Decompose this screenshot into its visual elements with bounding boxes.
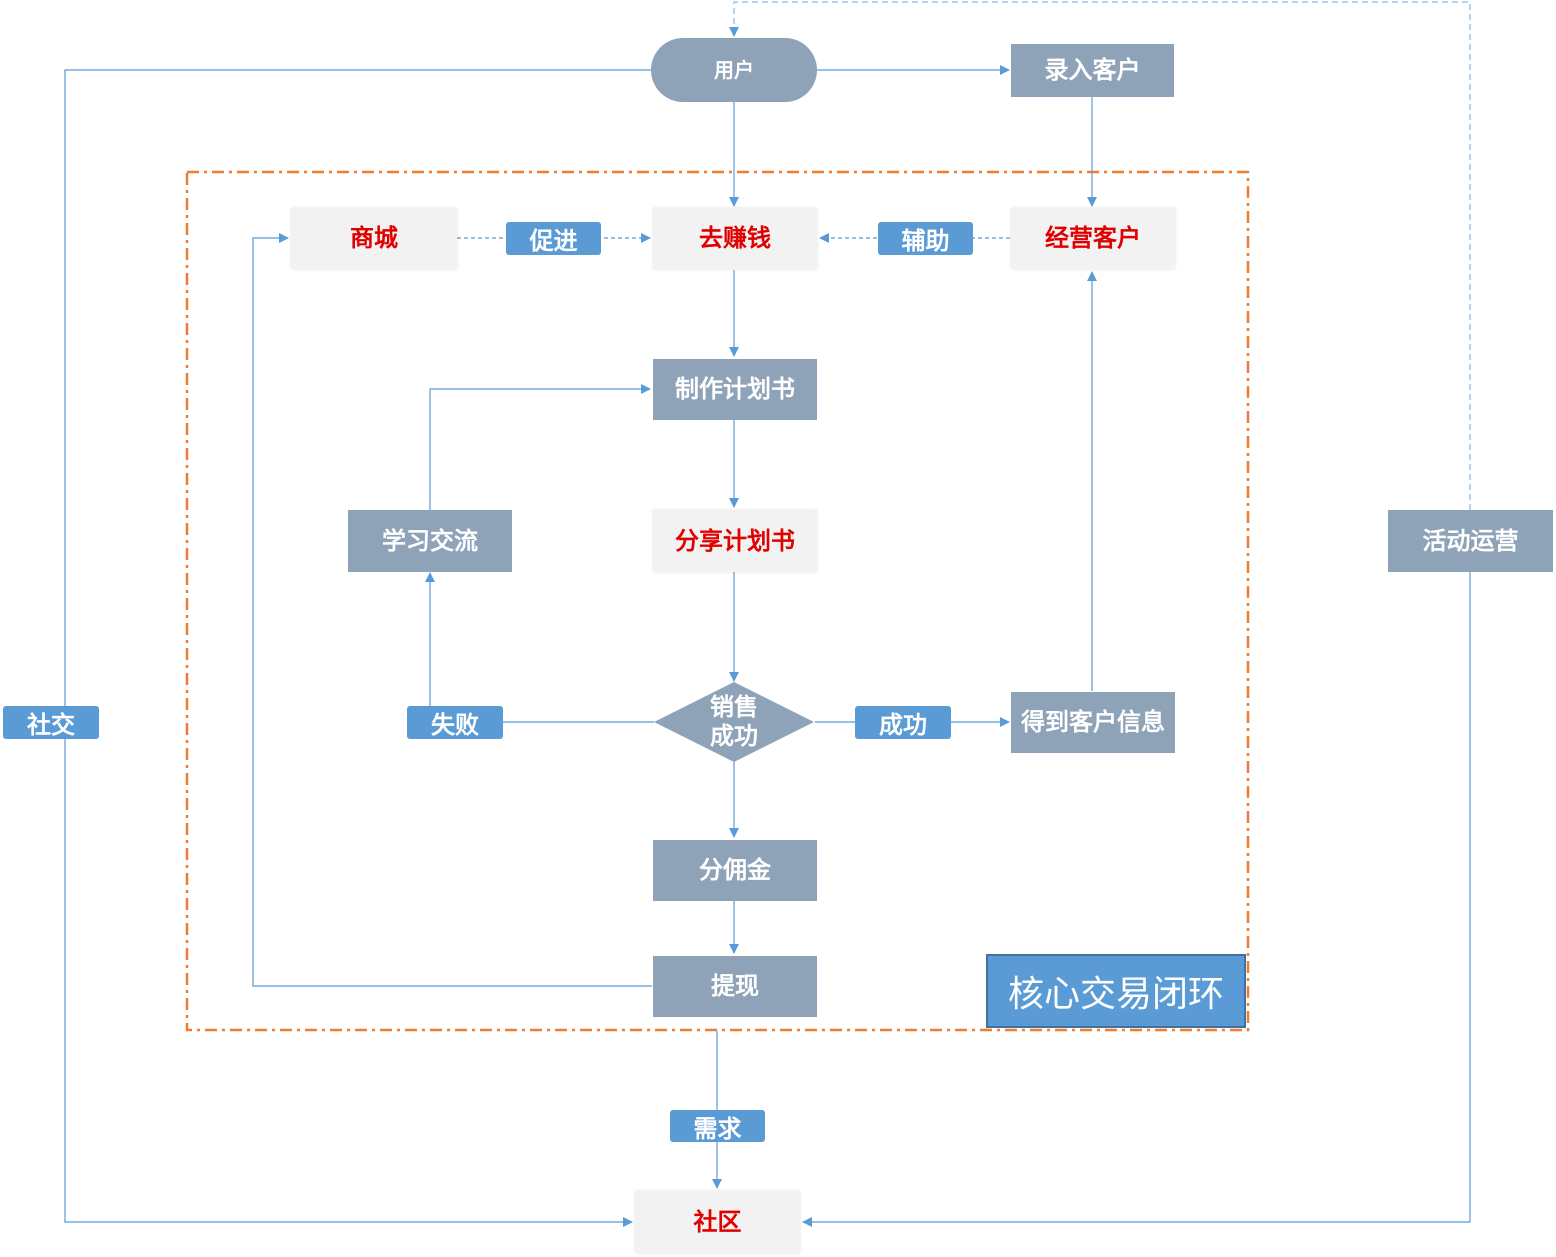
node-earn-money[interactable]: 去赚钱 [653, 208, 817, 269]
sale-success-label: 销售成功 [694, 692, 774, 752]
node-mall[interactable]: 商城 [291, 208, 457, 269]
edge-learn-to-plan [429, 384, 651, 510]
edge-activity-to-user [729, 1, 1471, 510]
node-get-customer-info[interactable]: 得到客户信息 [1011, 692, 1175, 753]
node-community[interactable]: 社区 [635, 1191, 800, 1253]
node-enter-customer[interactable]: 录入客户 [1011, 44, 1174, 97]
edge-withdraw-to-mall [252, 233, 652, 987]
core-loop-title: 核心交易闭环 [986, 954, 1246, 1028]
edge-user-social-community [64, 69, 651, 1227]
edge-activity-to-community [802, 572, 1471, 1227]
get-customer-info-text: 得到客户信息 [1021, 708, 1165, 736]
label-promote: 促进 [506, 222, 601, 255]
node-share-plan[interactable]: 分享计划书 [653, 510, 817, 572]
edge-sale-fail-learn [425, 572, 654, 723]
label-success: 成功 [855, 706, 951, 739]
sale-success-text: 销售成功 [710, 693, 758, 750]
node-learn-exchange[interactable]: 学习交流 [348, 510, 512, 572]
node-make-plan[interactable]: 制作计划书 [653, 359, 817, 420]
label-fail: 失败 [407, 706, 503, 739]
label-assist: 辅助 [878, 222, 973, 255]
core-loop-region [185, 170, 1250, 1032]
node-manage-customer[interactable]: 经营客户 [1011, 208, 1175, 269]
node-activity-ops[interactable]: 活动运营 [1388, 510, 1553, 572]
label-social: 社交 [3, 706, 99, 739]
node-commission[interactable]: 分佣金 [653, 840, 817, 901]
sale-success-diamond[interactable] [654, 682, 814, 762]
node-withdraw[interactable]: 提现 [653, 956, 817, 1017]
node-user[interactable]: 用户 [651, 38, 817, 102]
label-demand: 需求 [670, 1110, 765, 1143]
